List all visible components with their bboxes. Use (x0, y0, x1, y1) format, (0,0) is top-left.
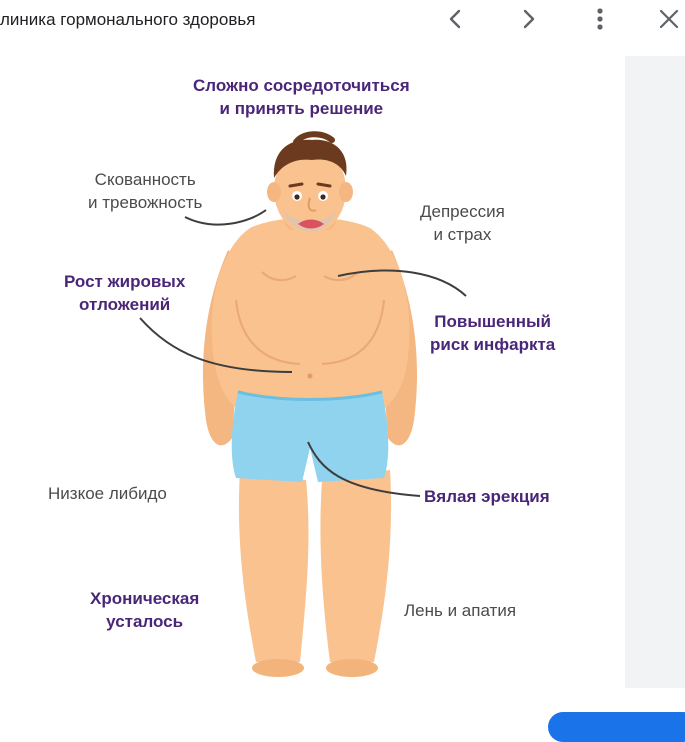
label-erection: Вялая эрекция (424, 487, 550, 506)
man-illustration (139, 131, 467, 677)
head (274, 146, 346, 234)
close-button[interactable] (652, 4, 685, 34)
line-infarction (337, 269, 467, 297)
viewer-header: линика гормонального здоровья (0, 0, 685, 42)
right-leg (320, 470, 392, 662)
hair (273, 139, 347, 178)
line-erection (307, 441, 421, 497)
label-infarction: Повышенный риск инфаркта (430, 312, 556, 354)
chevron-left-icon (449, 9, 461, 29)
side-panel (625, 56, 685, 688)
label-fatigue: Хроническая усталось (90, 589, 200, 631)
visit-button[interactable] (548, 712, 685, 742)
more-vert-icon (597, 8, 603, 30)
label-fat: Рост жировых отложений (64, 272, 186, 314)
label-libido: Низкое либидо (48, 484, 167, 503)
infographic-image[interactable]: Сложно сосредоточиться и принять решение… (0, 42, 625, 692)
torso (211, 217, 410, 414)
source-title[interactable]: линика гормонального здоровья (0, 10, 256, 29)
chevron-right-icon (523, 9, 535, 29)
left-leg (238, 470, 309, 662)
close-icon (659, 9, 679, 29)
label-depression: Депрессия и страх (420, 202, 505, 244)
more-options-button[interactable] (583, 4, 617, 34)
label-concentration: Сложно сосредоточиться и принять решение (193, 76, 410, 118)
label-apathy: Лень и апатия (404, 601, 517, 620)
line-stiffness (184, 209, 267, 226)
next-button[interactable] (511, 4, 545, 34)
line-fat (139, 317, 293, 373)
shorts (231, 392, 389, 482)
previous-button[interactable] (439, 4, 473, 34)
label-stiffness: Скованность и тревожность (88, 170, 203, 212)
